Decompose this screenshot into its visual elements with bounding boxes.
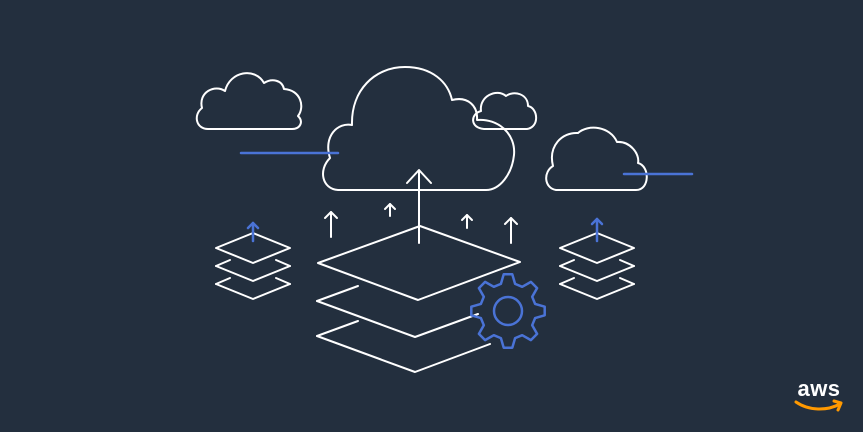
up-arrow-icon (384, 203, 396, 217)
cloud-icon (472, 91, 538, 130)
up-arrow-icon (590, 217, 604, 243)
layer-stack-icon (215, 232, 291, 300)
up-arrow-icon (324, 211, 338, 238)
up-arrow-icon (406, 169, 432, 244)
aws-smile-arrow-icon (794, 399, 843, 412)
gear-icon (470, 273, 546, 349)
cloud-icon (545, 126, 648, 191)
layer-stack-icon (559, 232, 635, 300)
up-arrow-icon (504, 217, 518, 244)
aws-logo: aws (791, 378, 847, 418)
gear-hub (492, 295, 524, 327)
cloud-icon (322, 66, 516, 191)
logo-text: aws (797, 376, 841, 401)
up-arrow-icon (461, 214, 473, 229)
up-arrow-icon (246, 221, 260, 243)
layer-stack-icon (316, 225, 521, 373)
cloud-icon (195, 72, 303, 130)
